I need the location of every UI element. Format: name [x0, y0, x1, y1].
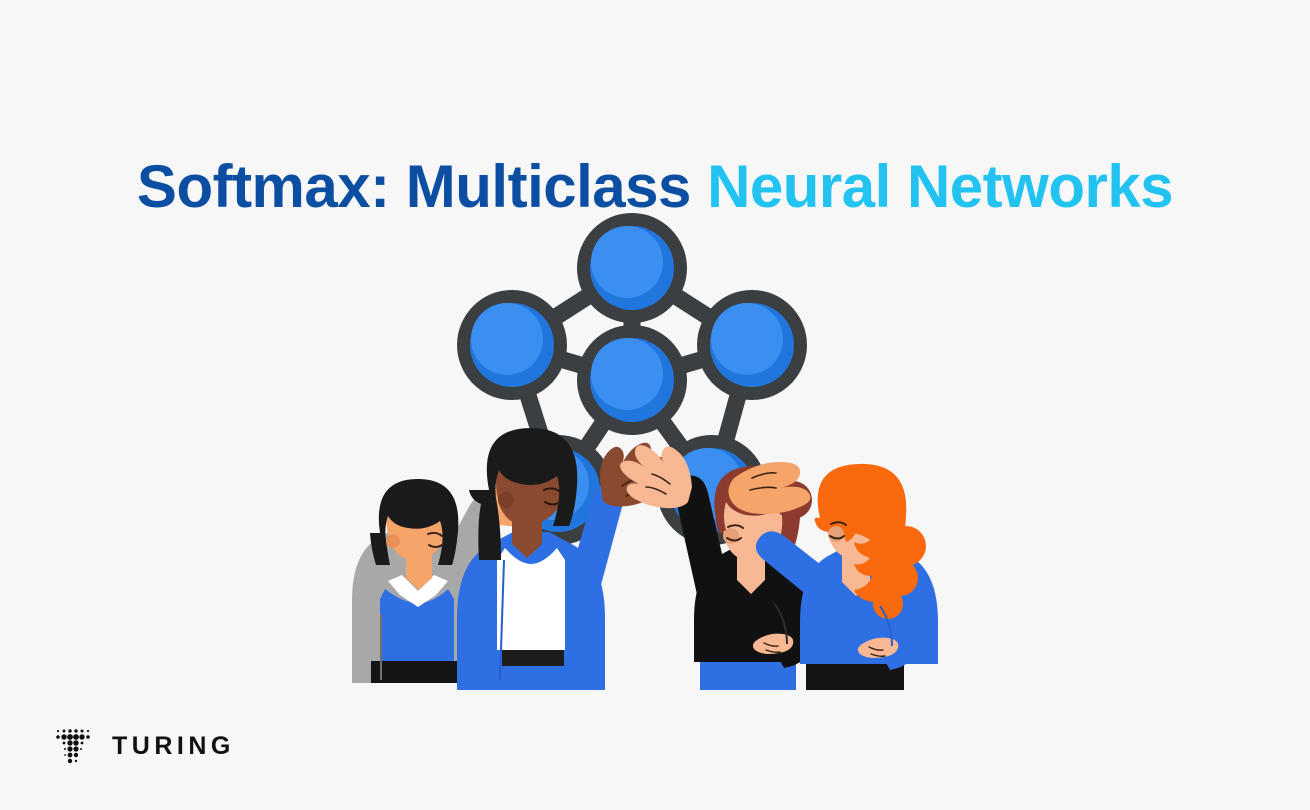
hand-black-top — [620, 445, 692, 509]
node-left — [457, 290, 567, 400]
page-title-primary: Softmax: Multiclass — [136, 153, 708, 221]
neural-network-team-illustration — [320, 195, 960, 695]
node-right — [697, 290, 807, 400]
person-blue-jacket — [457, 428, 668, 690]
hand-orange-hair-on-node — [728, 462, 811, 514]
node-top — [577, 213, 687, 323]
person-orange-hair — [755, 463, 938, 690]
node-center — [577, 325, 687, 435]
page-title: Softmax: Multiclass Neural Networks — [0, 152, 1310, 221]
turing-wordmark: TURING — [112, 731, 235, 760]
page-title-accent: Neural Networks — [707, 153, 1174, 221]
turing-dotted-t-logo — [56, 729, 90, 764]
turing-logo[interactable]: TURING — [52, 724, 235, 768]
